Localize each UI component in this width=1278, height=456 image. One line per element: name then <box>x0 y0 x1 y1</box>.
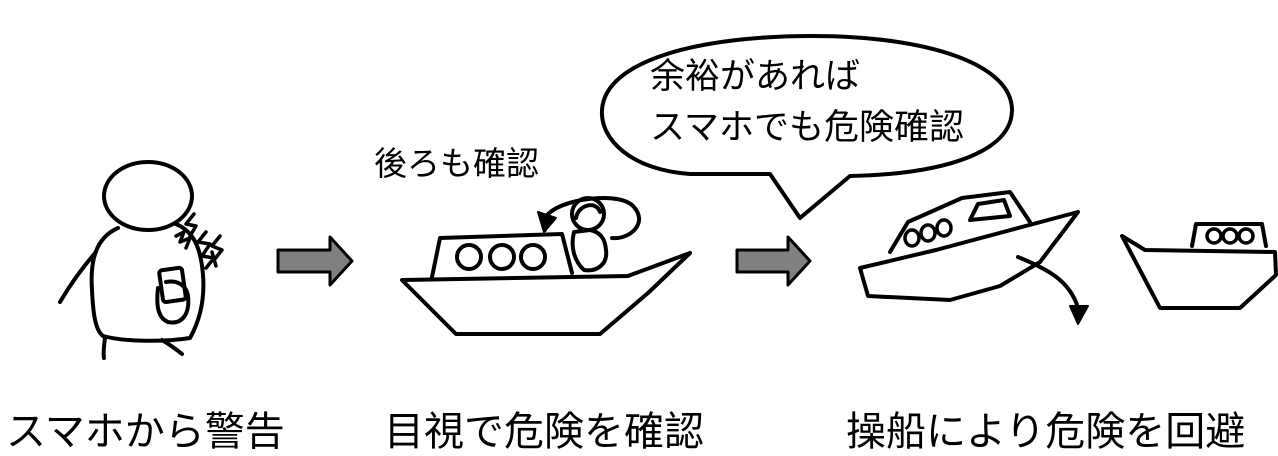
caption-visual-check: 目視で危険を確認 <box>384 409 704 455</box>
person-with-phone-figure <box>58 160 224 360</box>
caption-avoid: 操船により危険を回避 <box>846 409 1246 455</box>
person-body <box>89 222 206 343</box>
porthole-icons-tilted <box>903 218 953 248</box>
look-back-label: 後ろも確認 <box>374 144 539 183</box>
turn-arrow-icon <box>1016 255 1089 325</box>
boat-hull-tilted <box>858 210 1080 302</box>
boat-avoiding <box>858 190 1089 325</box>
porthole-icons <box>455 243 547 271</box>
smartphone-icon <box>157 265 188 304</box>
boat-hull <box>400 251 692 336</box>
speech-bubble <box>599 34 1014 220</box>
boat-with-lookout <box>400 196 692 336</box>
person-left-leg <box>101 336 107 360</box>
other-boat <box>1120 222 1278 310</box>
other-boat-cabin <box>1190 222 1268 248</box>
person-head <box>102 160 194 232</box>
boat-window-tilted <box>968 198 1012 222</box>
person-hand <box>155 279 191 325</box>
lookout-person-icon <box>570 196 609 273</box>
vibration-lines-icon <box>174 212 224 270</box>
caption-warning: スマホから警告 <box>6 409 285 455</box>
other-boat-hull <box>1120 234 1278 310</box>
look-around-arrow-icon <box>537 196 641 241</box>
boat-cabin-tilted <box>888 190 1032 254</box>
other-boat-portholes <box>1205 227 1255 245</box>
flow-arrow-1 <box>276 235 354 287</box>
speech-bubble-line-1: 余裕があれば <box>650 57 861 97</box>
flow-arrow-2 <box>735 235 812 287</box>
speech-bubble-line-2: スマホでも危険確認 <box>650 108 964 148</box>
person-left-arm <box>58 250 98 304</box>
boat-cabin <box>430 232 574 279</box>
person-right-leg <box>160 338 184 356</box>
